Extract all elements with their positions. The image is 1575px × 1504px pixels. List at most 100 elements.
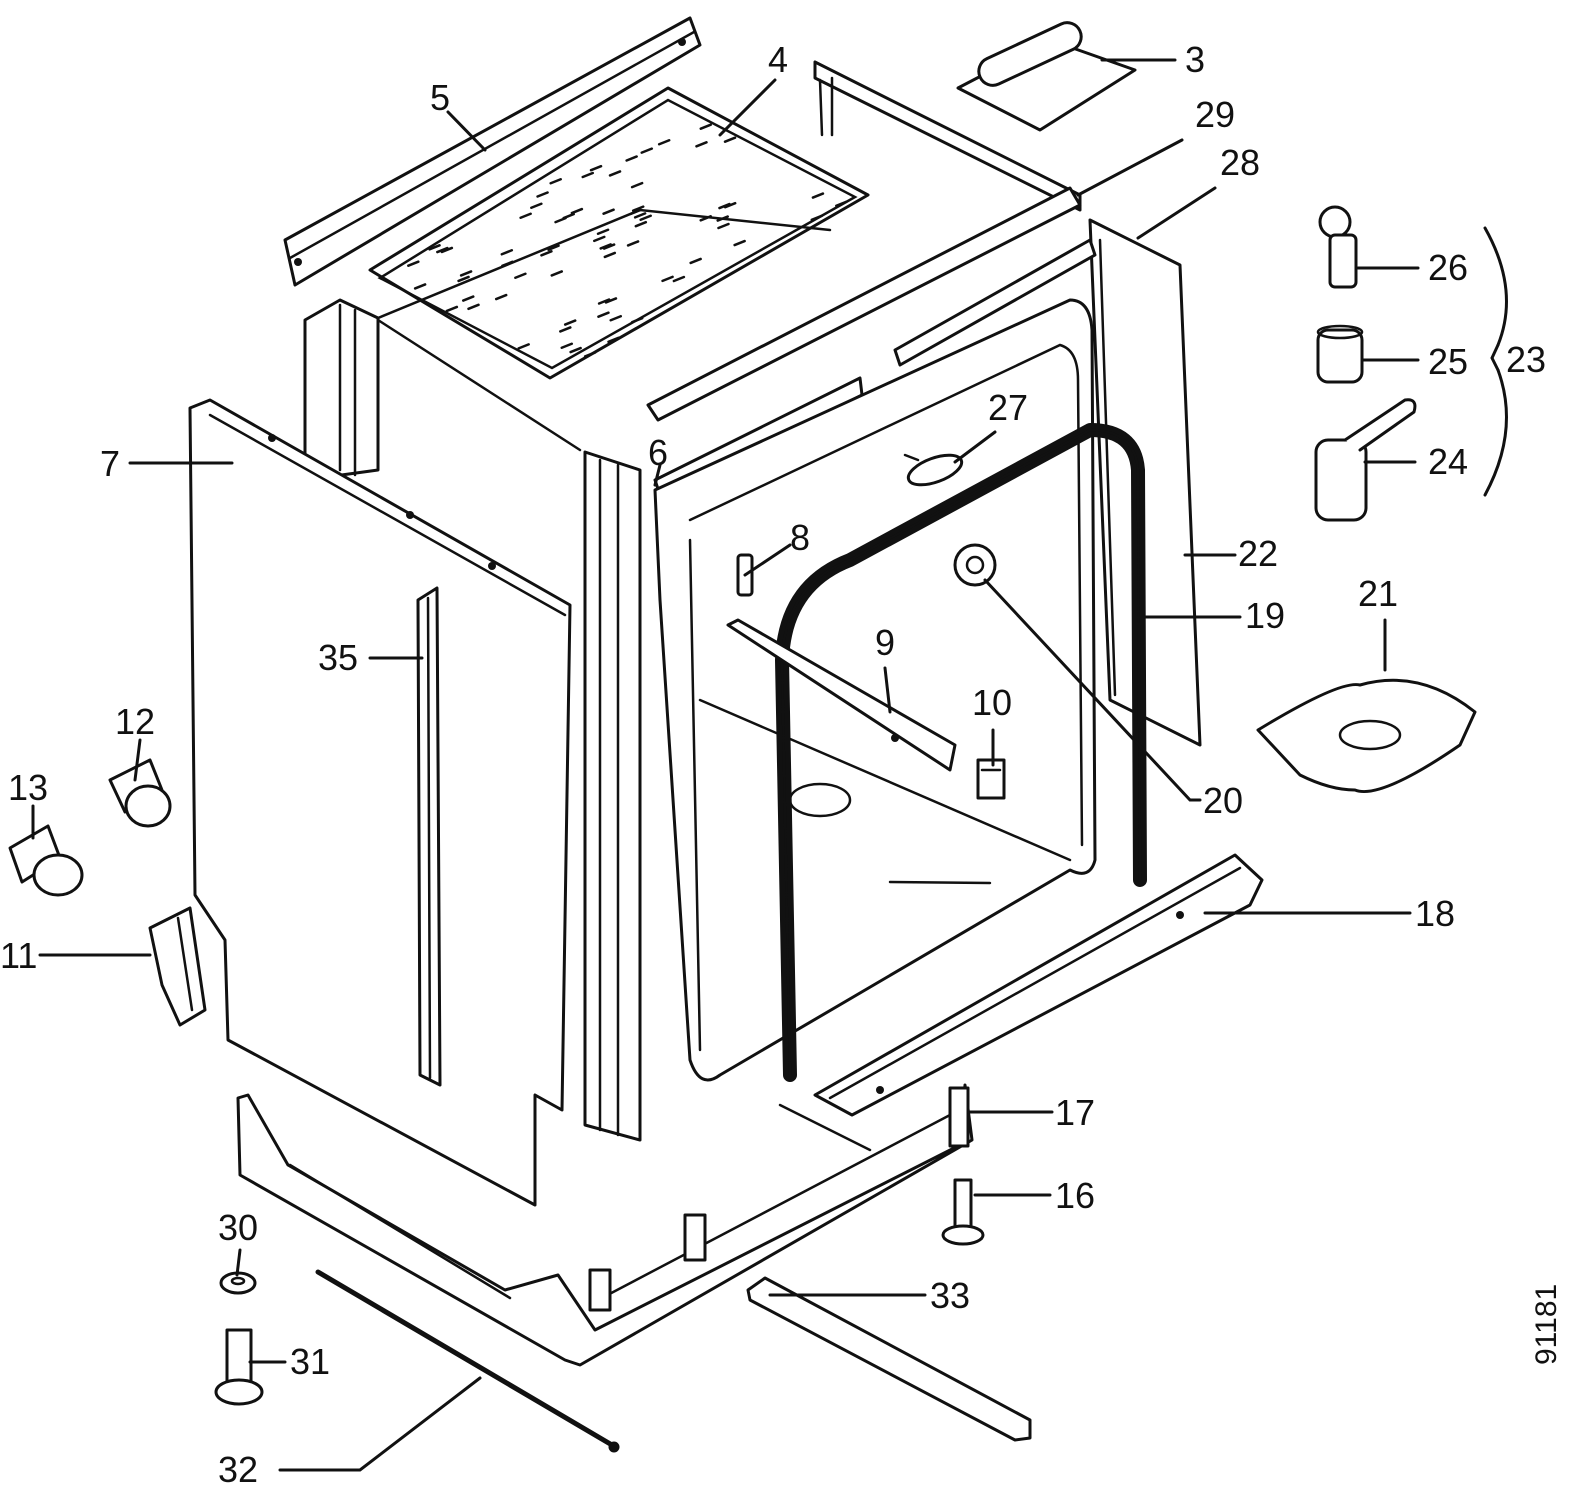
label-13: 13 xyxy=(8,767,48,808)
mat-texture-mark xyxy=(699,123,713,130)
mat-texture-mark xyxy=(445,305,459,313)
mat-texture-mark xyxy=(428,244,441,251)
mat-texture-mark xyxy=(717,222,730,230)
label-12: 12 xyxy=(115,701,155,742)
mat-texture-mark xyxy=(560,342,574,349)
mat-texture-mark xyxy=(597,298,611,305)
mat-texture-mark xyxy=(547,244,560,251)
leader-lines xyxy=(31,58,1508,1472)
label-7: 7 xyxy=(100,443,120,484)
mat-texture-mark xyxy=(514,272,527,279)
mat-texture-mark xyxy=(599,243,612,250)
label-19: 19 xyxy=(1245,595,1285,636)
mat-texture-mark xyxy=(593,235,606,243)
part-11-hinge-bracket xyxy=(148,906,207,1027)
part-17-corner-bracket xyxy=(948,1086,970,1148)
label-6: 6 xyxy=(648,432,668,473)
label-32: 32 xyxy=(218,1449,258,1490)
part-21-filter-plate xyxy=(1256,678,1477,793)
mat-texture-mark xyxy=(604,297,618,304)
mat-texture-mark xyxy=(563,319,577,326)
label-17: 17 xyxy=(1055,1092,1095,1133)
mat-texture-mark xyxy=(689,257,702,265)
mat-texture-mark xyxy=(540,250,553,257)
mat-texture-mark xyxy=(633,212,647,219)
part-31-foot-bolt xyxy=(214,1328,264,1406)
label-10: 10 xyxy=(972,682,1012,723)
mat-texture-mark xyxy=(530,202,543,210)
mat-texture-mark xyxy=(597,311,610,318)
mat-texture-mark xyxy=(631,205,645,212)
mat-texture-mark xyxy=(467,303,480,311)
label-11: 11 xyxy=(0,935,37,976)
mat-texture-mark xyxy=(436,246,449,254)
mat-texture-mark xyxy=(634,220,648,228)
part-labels: 3 4 5 6 7 8 9 10 11 12 13 16 17 18 19 20… xyxy=(0,39,1563,1490)
mat-texture-mark xyxy=(810,214,824,222)
mat-texture-mark xyxy=(413,283,427,290)
mat-texture-mark xyxy=(811,192,825,199)
label-22: 22 xyxy=(1238,533,1278,574)
part-7-side-panel xyxy=(188,398,572,1207)
part-10-bracket xyxy=(976,758,1006,800)
mat-texture-mark xyxy=(602,208,615,215)
mat-texture-mark xyxy=(608,170,622,177)
mat-texture-mark xyxy=(723,201,737,209)
mat-texture-mark xyxy=(440,246,454,254)
label-9: 9 xyxy=(875,622,895,663)
mat-texture-mark xyxy=(607,336,620,344)
mat-texture-mark xyxy=(519,212,532,220)
label-3: 3 xyxy=(1185,39,1205,80)
mat-texture-mark xyxy=(559,326,572,333)
mat-texture-mark xyxy=(549,177,562,185)
mat-texture-mark xyxy=(657,139,671,146)
label-30: 30 xyxy=(218,1207,258,1248)
part-26-filter-handle xyxy=(1318,205,1358,289)
mat-texture-mark xyxy=(718,202,731,210)
mat-texture-mark xyxy=(581,171,594,179)
part-25-fine-filter xyxy=(1316,324,1364,384)
part-13-foot-cap xyxy=(8,824,84,897)
mat-texture-mark xyxy=(517,343,530,350)
part-9-inner-rail xyxy=(726,618,957,772)
mat-texture-mark xyxy=(459,270,473,277)
mat-texture-mark xyxy=(602,243,616,250)
label-25: 25 xyxy=(1428,341,1468,382)
part-16-screw xyxy=(941,1178,985,1246)
mat-texture-mark xyxy=(589,164,603,172)
mat-texture-mark xyxy=(500,249,514,256)
mat-texture-mark xyxy=(550,270,564,277)
label-35: 35 xyxy=(318,637,358,678)
part-33-sealing-strip xyxy=(746,1276,1032,1442)
mat-texture-mark xyxy=(639,214,652,222)
part-5-top-rail xyxy=(283,16,702,287)
label-21: 21 xyxy=(1358,573,1398,614)
label-18: 18 xyxy=(1415,893,1455,934)
part-3-sealing-foil-roll xyxy=(956,21,1137,132)
label-27: 27 xyxy=(988,387,1028,428)
label-28: 28 xyxy=(1220,142,1260,183)
mat-texture-mark xyxy=(457,275,470,283)
label-23: 23 xyxy=(1506,339,1546,380)
label-5: 5 xyxy=(430,77,450,118)
part-4-insulation-mat xyxy=(368,86,870,380)
mat-texture-mark xyxy=(603,251,617,259)
drawing-number: 91181 xyxy=(1530,1284,1563,1365)
mat-texture-mark xyxy=(570,207,584,215)
part-27-plug xyxy=(903,453,964,487)
inner-tub xyxy=(653,298,1097,1082)
label-33: 33 xyxy=(930,1275,970,1316)
part-19-door-gasket xyxy=(775,423,1147,1082)
label-31: 31 xyxy=(290,1341,330,1382)
mat-texture-mark xyxy=(661,275,674,283)
mat-texture-mark xyxy=(562,212,575,220)
mat-texture-mark xyxy=(569,346,582,354)
label-24: 24 xyxy=(1428,441,1468,482)
mat-texture-mark xyxy=(596,228,610,235)
mat-texture-mark xyxy=(630,316,644,324)
label-29: 29 xyxy=(1195,94,1235,135)
mat-texture-mark xyxy=(733,239,746,247)
mat-texture-mark xyxy=(494,293,508,301)
label-26: 26 xyxy=(1428,247,1468,288)
